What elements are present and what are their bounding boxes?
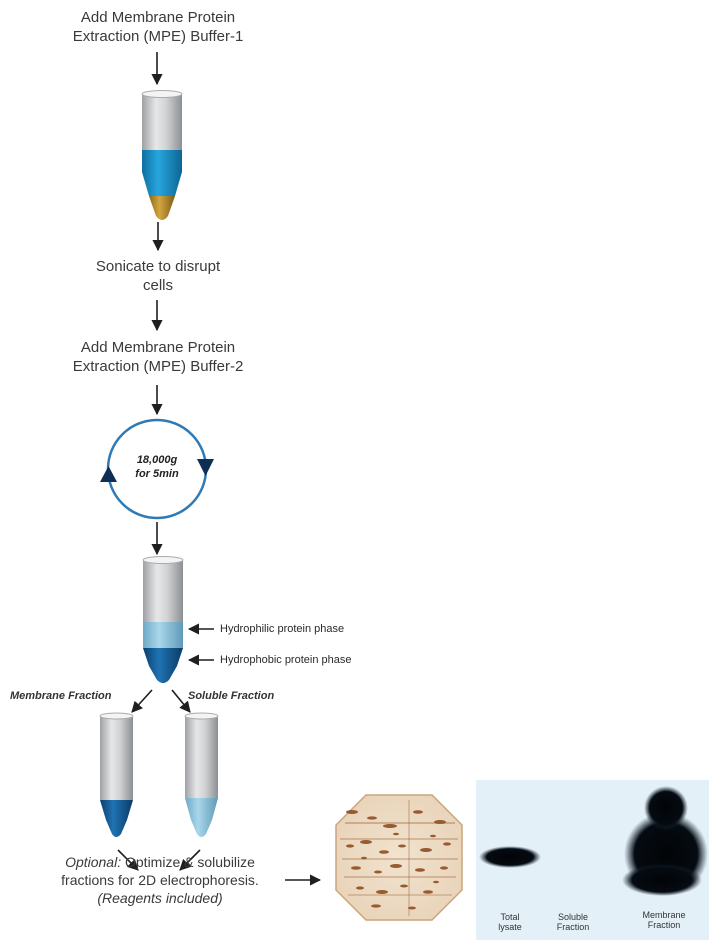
western-blot-image: Total lysate Soluble Fraction Membrane F… (476, 780, 709, 940)
lane-soluble-fraction: Soluble Fraction (548, 912, 598, 932)
cycle-arrow-right-icon (197, 459, 214, 476)
lane-total-lysate: Total lysate (490, 912, 530, 932)
tube-membrane (99, 712, 134, 837)
lane-2-line-2: Fraction (556, 922, 590, 932)
step-1-line-2: Extraction (MPE) Buffer-1 (72, 28, 244, 45)
step-1-line-1: Add Membrane Protein (80, 9, 236, 26)
step-3-line-2: Extraction (MPE) Buffer-2 (72, 358, 244, 375)
step-2-text: Sonicate to disrupt cells (58, 257, 258, 295)
final-line-3: (Reagents included) (97, 890, 223, 906)
soluble-fraction-label: Soluble Fraction (188, 690, 275, 702)
band-membrane-top (644, 786, 688, 830)
tube-1 (141, 90, 183, 220)
hydrophobic-phase-label: Hydrophobic protein phase (220, 654, 352, 666)
final-line-1-rest: Optimize & solubilize (121, 854, 255, 870)
lane-3-line-1: Membrane (642, 910, 686, 920)
step-3-line-1: Add Membrane Protein (80, 339, 236, 356)
2d-gel-image (335, 794, 463, 921)
step-1-text: Add Membrane Protein Extraction (MPE) Bu… (38, 8, 278, 46)
lane-membrane-fraction: Membrane Fraction (634, 910, 694, 930)
final-line-1: Optional: Optimize & solubilize (30, 853, 290, 871)
cycle-arrow-left-icon (100, 466, 117, 482)
western-blot-bands (476, 780, 709, 940)
membrane-fraction-label: Membrane Fraction (10, 690, 112, 702)
final-step-text: Optional: Optimize & solubilize fraction… (30, 853, 290, 907)
optional-prefix: Optional: (65, 854, 122, 870)
lane-1-line-2: lysate (498, 922, 522, 932)
lane-3-line-2: Fraction (647, 920, 681, 930)
step-3-text: Add Membrane Protein Extraction (MPE) Bu… (38, 338, 278, 376)
arrow-merge-left (117, 849, 139, 871)
final-line-2: fractions for 2D electrophoresis. (61, 872, 259, 888)
arrow-split-left (131, 689, 153, 713)
step-2-line-1: Sonicate to disrupt (95, 258, 221, 275)
tube-2 (142, 556, 184, 683)
centrifuge-cycle (100, 418, 214, 520)
band-membrane-bottom (622, 864, 702, 896)
arrow-split-right (171, 689, 191, 713)
lane-2-line-1: Soluble (557, 912, 589, 922)
centrifuge-line-1: 18,000g (136, 454, 178, 466)
centrifuge-label: 18,000g for 5min (117, 453, 197, 481)
band-total-lysate (479, 846, 541, 868)
lane-1-line-1: Total (500, 912, 520, 922)
centrifuge-line-2: for 5min (135, 468, 179, 480)
step-2-line-2: cells (142, 277, 173, 294)
arrow-merge-right (179, 849, 201, 871)
hydrophilic-phase-label: Hydrophilic protein phase (220, 623, 345, 635)
tube-soluble (184, 712, 219, 837)
